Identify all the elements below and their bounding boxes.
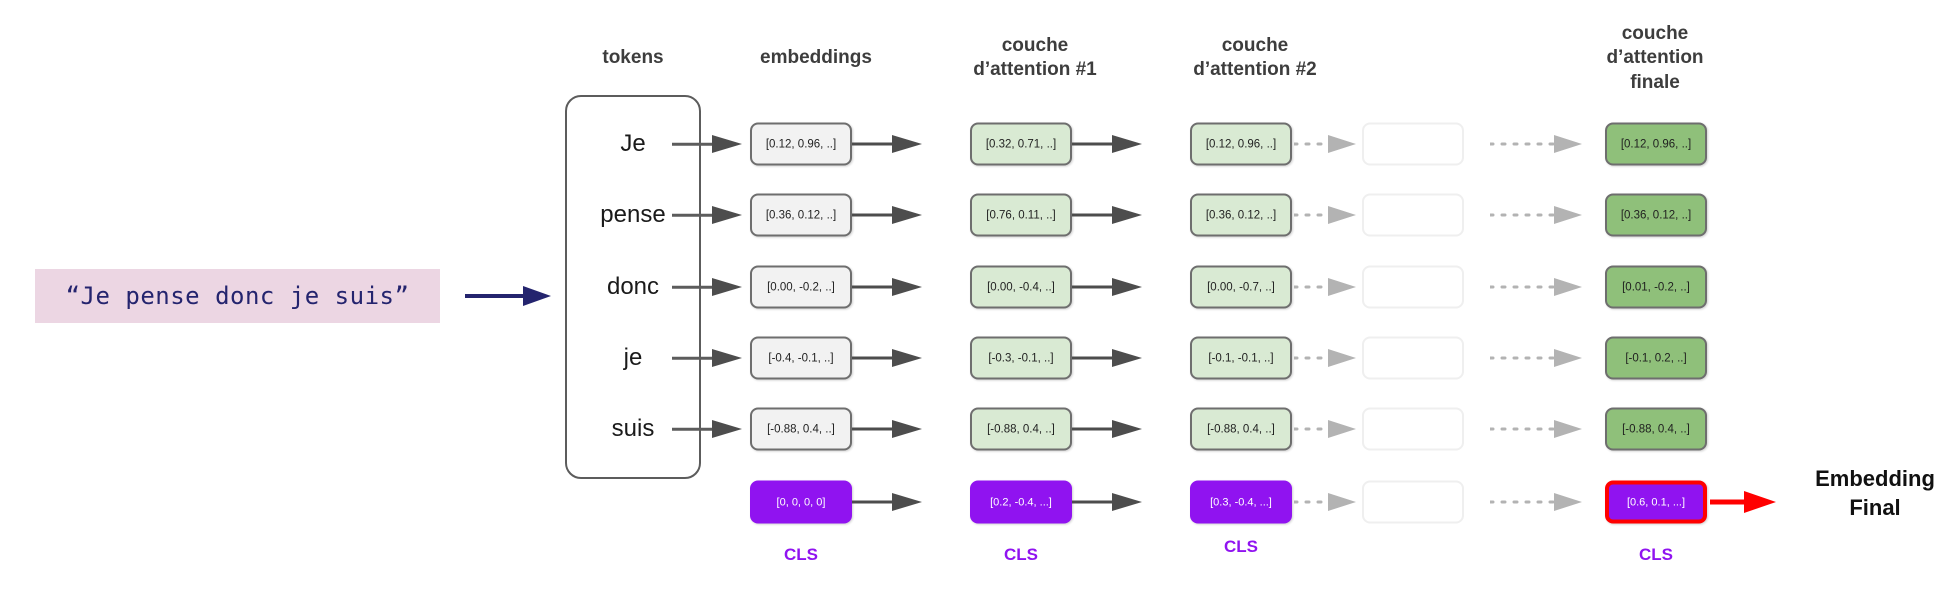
arrow-embedding-to-att1-3: [852, 349, 922, 367]
attention2-box-cls: [0.3, -0.4, ...]: [1190, 480, 1292, 524]
arrow-att2-to-hidden-3: [1294, 349, 1356, 367]
token-connector-2: [672, 285, 718, 289]
attention-final-box-cls: [0.6, 0.1, ...]: [1605, 480, 1707, 524]
attention-final-box-2: [0.01, -0.2, ..]: [1605, 265, 1707, 309]
embedding-box-cls: [0, 0, 0, 0]: [750, 480, 852, 524]
token-connector-3: [672, 356, 718, 360]
arrow-att1-to-att2-3: [1072, 349, 1142, 367]
hidden-box-0: [1362, 122, 1464, 166]
final-embedding-label: Embedding Final: [1815, 466, 1935, 520]
arrow-hidden-to-final-cls: [1490, 493, 1582, 511]
input-arrow-icon: [465, 286, 551, 306]
token-connector-1: [672, 213, 718, 217]
attention1-box-0: [0.32, 0.71, ..]: [970, 122, 1072, 166]
attention1-box-1: [0.76, 0.11, ..]: [970, 193, 1072, 237]
token-connector-0: [672, 142, 718, 146]
arrow-embedding-to-att1-2: [852, 278, 922, 296]
arrow-hidden-to-final-1: [1490, 206, 1582, 224]
attention1-box-3: [-0.3, -0.1, ..]: [970, 336, 1072, 380]
arrow-att1-to-att2-cls: [1072, 493, 1142, 511]
arrow-embedding-to-att1-cls: [852, 493, 922, 511]
header-attention-1: couche d’attention #1: [973, 35, 1097, 81]
attention2-box-0: [0.12, 0.96, ..]: [1190, 122, 1292, 166]
arrow-token-to-embedding-0: [712, 135, 742, 153]
attention1-box-4: [-0.88, 0.4, ..]: [970, 407, 1072, 451]
embedding-box-4: [-0.88, 0.4, ..]: [750, 407, 852, 451]
header-attention-2: couche d’attention #2: [1193, 35, 1317, 81]
arrow-hidden-to-final-0: [1490, 135, 1582, 153]
arrow-token-to-embedding-1: [712, 206, 742, 224]
token-label-2: donc: [606, 273, 660, 300]
token-label-0: Je: [620, 130, 646, 157]
hidden-box-cls: [1362, 480, 1464, 524]
attention-final-box-0: [0.12, 0.96, ..]: [1605, 122, 1707, 166]
input-sentence-box: “Je pense donc je suis”: [35, 269, 440, 323]
attention1-box-2: [0.00, -0.4, ..]: [970, 265, 1072, 309]
header-attention-finale: couche d’attention finale: [1606, 23, 1704, 93]
hidden-box-1: [1362, 193, 1464, 237]
attention2-box-4: [-0.88, 0.4, ..]: [1190, 407, 1292, 451]
arrow-att1-to-att2-2: [1072, 278, 1142, 296]
hidden-box-3: [1362, 336, 1464, 380]
arrow-hidden-to-final-3: [1490, 349, 1582, 367]
arrow-hidden-to-final-4: [1490, 420, 1582, 438]
arrow-att1-to-att2-4: [1072, 420, 1142, 438]
hidden-box-2: [1362, 265, 1464, 309]
arrow-att2-to-hidden-1: [1294, 206, 1356, 224]
arrow-token-to-embedding-3: [712, 349, 742, 367]
arrow-att1-to-att2-0: [1072, 135, 1142, 153]
arrow-embedding-to-att1-1: [852, 206, 922, 224]
token-connector-4: [672, 427, 718, 431]
arrow-token-to-embedding-2: [712, 278, 742, 296]
attention2-box-2: [0.00, -0.7, ..]: [1190, 265, 1292, 309]
token-label-1: pense: [600, 201, 666, 228]
token-label-3: je: [623, 344, 643, 371]
embedding-box-1: [0.36, 0.12, ..]: [750, 193, 852, 237]
attention1-box-cls: [0.2, -0.4, ...]: [970, 480, 1072, 524]
arrow-att1-to-att2-1: [1072, 206, 1142, 224]
cls-label-attention-final: CLS: [1639, 545, 1673, 564]
attention-final-box-4: [-0.88, 0.4, ..]: [1605, 407, 1707, 451]
arrow-embedding-to-att1-4: [852, 420, 922, 438]
attention-final-box-1: [0.36, 0.12, ..]: [1605, 193, 1707, 237]
token-label-4: suis: [611, 415, 655, 442]
cls-label-embeddings: CLS: [784, 545, 818, 564]
arrow-att2-to-hidden-4: [1294, 420, 1356, 438]
embedding-box-3: [-0.4, -0.1, ..]: [750, 336, 852, 380]
embedding-box-2: [0.00, -0.2, ..]: [750, 265, 852, 309]
input-sentence-text: “Je pense donc je suis”: [65, 282, 410, 310]
arrow-embedding-to-att1-0: [852, 135, 922, 153]
attention-final-box-3: [-0.1, 0.2, ..]: [1605, 336, 1707, 380]
embedding-box-0: [0.12, 0.96, ..]: [750, 122, 852, 166]
cls-label-attention2: CLS: [1224, 537, 1258, 556]
final-output-arrow-icon: [1710, 491, 1776, 513]
cls-label-attention1: CLS: [1004, 545, 1038, 564]
attention2-box-3: [-0.1, -0.1, ..]: [1190, 336, 1292, 380]
arrow-att2-to-hidden-0: [1294, 135, 1356, 153]
header-tokens: tokens: [602, 47, 664, 68]
attention2-box-1: [0.36, 0.12, ..]: [1190, 193, 1292, 237]
arrow-att2-to-hidden-cls: [1294, 493, 1356, 511]
arrow-token-to-embedding-4: [712, 420, 742, 438]
header-embeddings: embeddings: [760, 47, 872, 68]
arrow-att2-to-hidden-2: [1294, 278, 1356, 296]
hidden-box-4: [1362, 407, 1464, 451]
arrow-hidden-to-final-2: [1490, 278, 1582, 296]
